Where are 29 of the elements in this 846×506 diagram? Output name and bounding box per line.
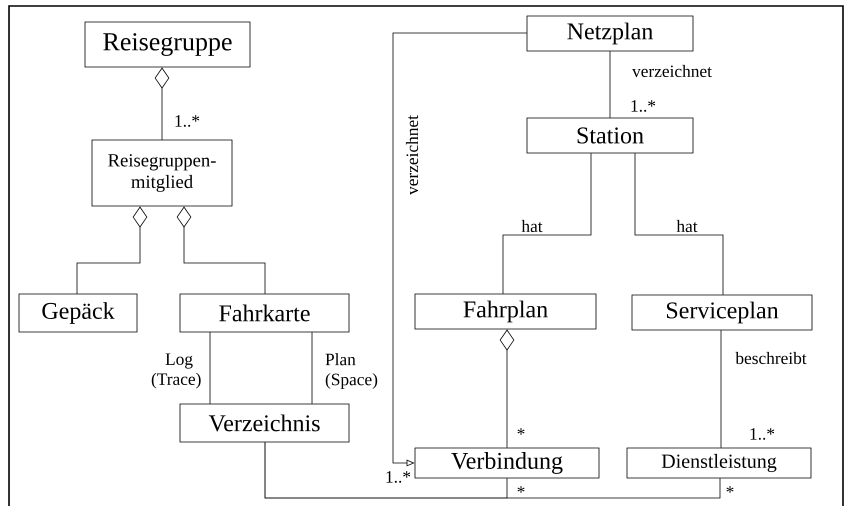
association-line	[634, 153, 724, 295]
multiplicity-label: 1..*	[632, 100, 656, 112]
multiplicity-label: *	[518, 428, 524, 435]
multiplicity-label: 1..*	[386, 471, 410, 483]
class-box: Netzplan	[526, 16, 694, 52]
association-line	[502, 153, 592, 294]
class-box: Serviceplan	[632, 294, 812, 330]
class-box: Verbindung	[414, 448, 600, 478]
edge-label: hat	[675, 218, 699, 234]
edge-label: hat	[520, 218, 544, 234]
edge-label: verzeichnet	[630, 64, 714, 78]
class-box: Fahrkarte	[180, 294, 350, 332]
class-box: Fahrplan	[414, 294, 596, 330]
multiplicity-label: *	[518, 486, 524, 493]
arrow	[392, 32, 527, 466]
class-box: Dienstleistung	[626, 448, 812, 478]
association-line	[720, 330, 722, 448]
association-line	[264, 442, 720, 498]
edge-label: Plan (Space)	[324, 352, 378, 390]
edge-label: verzeichnet	[404, 114, 420, 196]
class-box: Verzeichnis	[180, 404, 350, 442]
class-box: Gepäck	[18, 294, 138, 332]
edge-label: Log (Trace)	[150, 352, 201, 390]
class-box: Reisegruppe	[84, 22, 250, 68]
edge-label: beschreibt	[734, 350, 808, 366]
class-box: Reisegruppen- mitglied	[92, 140, 232, 206]
class-box: Station	[526, 118, 694, 154]
multiplicity-label: 1..*	[176, 115, 200, 127]
multiplicity-label: *	[726, 486, 734, 493]
